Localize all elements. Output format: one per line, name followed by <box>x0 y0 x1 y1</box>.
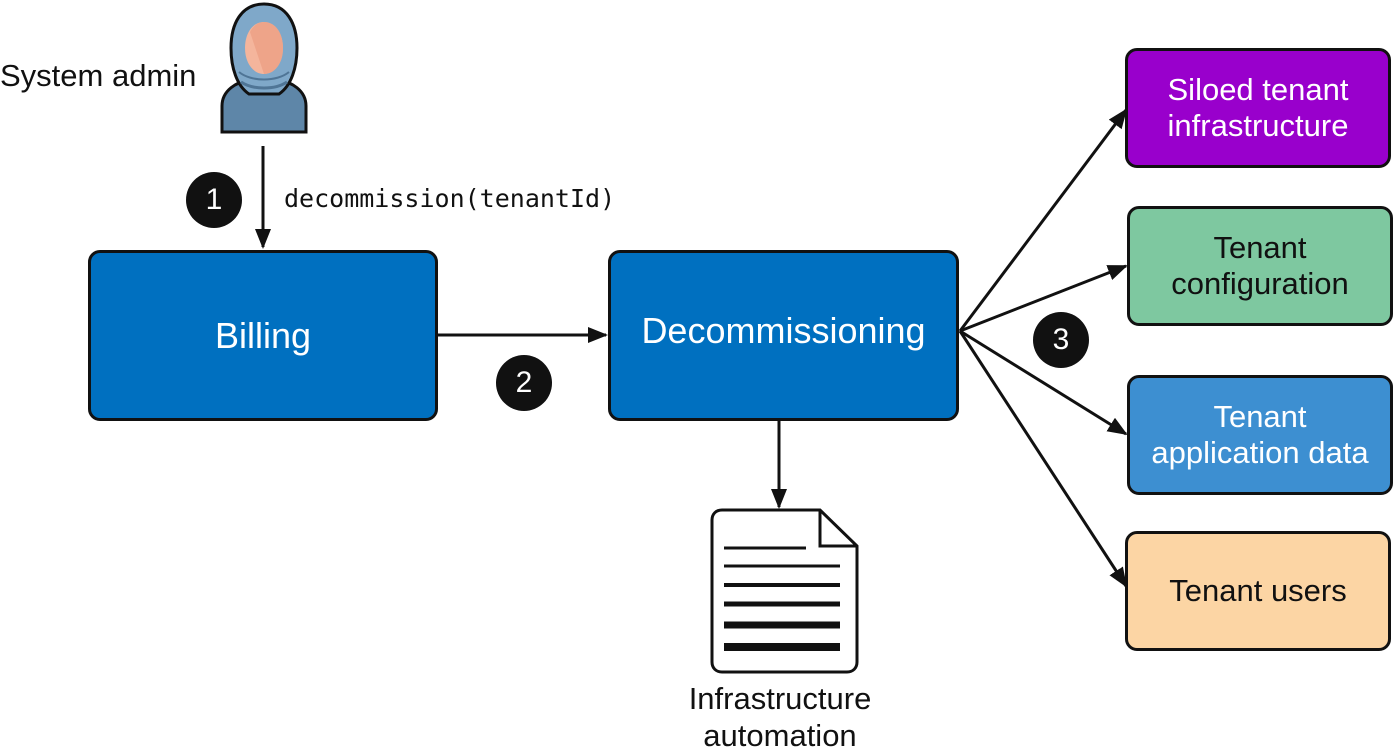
automation-label: Infrastructure automation <box>640 680 920 754</box>
appdata-line2: application data <box>1151 435 1369 470</box>
tenant-application-data-box: Tenant application data <box>1127 375 1393 495</box>
decommissioning-label: Decommissioning <box>641 309 926 351</box>
siloed-line2: infrastructure <box>1167 108 1349 143</box>
step-3-badge: 3 <box>1033 312 1089 368</box>
siloed-line1: Siloed tenant <box>1167 72 1349 108</box>
arrow-to-configuration <box>959 264 1128 333</box>
step-1-badge: 1 <box>186 172 242 228</box>
configuration-line2: configuration <box>1171 266 1349 301</box>
arrow-to-appdata <box>959 329 1128 436</box>
person-hijab-icon <box>219 2 309 134</box>
document-icon <box>708 508 860 674</box>
actor-label: System admin <box>0 58 197 93</box>
arrow-to-users <box>958 330 1128 588</box>
arrow-to-siloed <box>958 108 1128 332</box>
decommissioning-box: Decommissioning <box>608 250 959 421</box>
configuration-line1: Tenant <box>1213 230 1307 266</box>
tenant-configuration-box: Tenant configuration <box>1127 206 1393 326</box>
billing-label: Billing <box>214 314 312 356</box>
appdata-line1: Tenant <box>1213 399 1307 435</box>
call-label: decommission(tenantId) <box>284 184 616 213</box>
tenant-users-box: Tenant users <box>1125 531 1391 651</box>
automation-line2: automation <box>703 718 857 753</box>
siloed-infrastructure-box: Siloed tenant infrastructure <box>1125 48 1391 168</box>
users-label: Tenant users <box>1169 573 1347 609</box>
billing-box: Billing <box>88 250 438 421</box>
automation-line1: Infrastructure <box>688 681 872 716</box>
step-2-badge: 2 <box>496 355 552 411</box>
